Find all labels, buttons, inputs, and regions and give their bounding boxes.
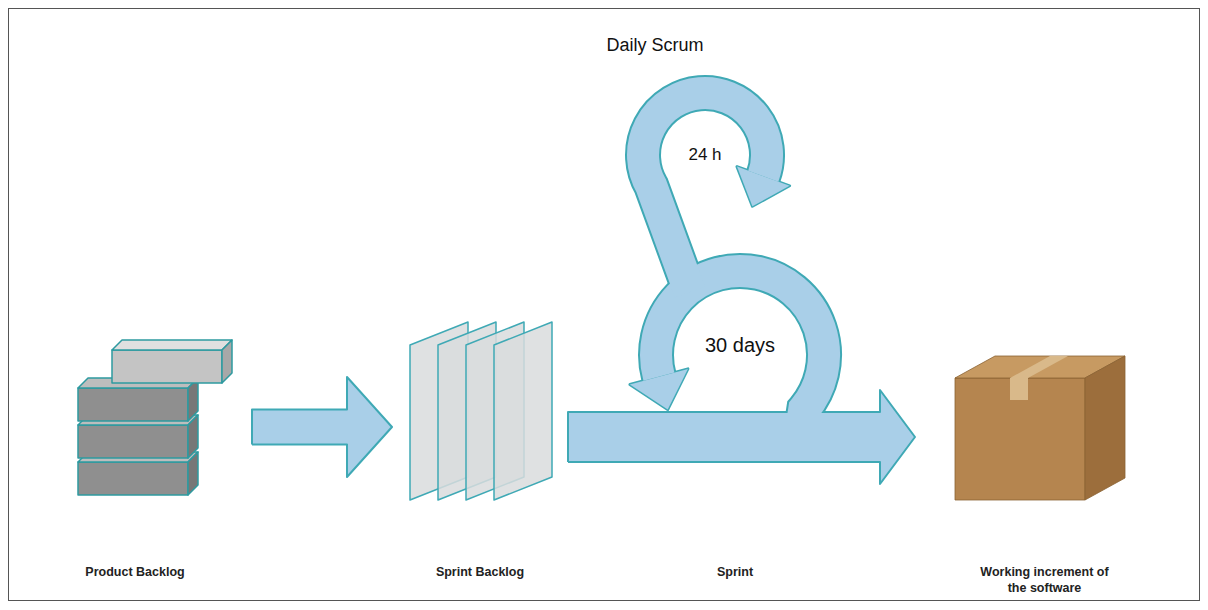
sprint-bar-edge [598, 461, 830, 463]
backlog-stack [78, 340, 232, 495]
backlog-item [112, 350, 222, 383]
frame [9, 9, 1200, 601]
sprint-backlog-sheets [410, 322, 552, 500]
backlog-item-side [188, 415, 198, 458]
sheet [494, 322, 552, 500]
backlog-item-side [222, 340, 232, 383]
cycle-label: Daily Scrum [606, 35, 703, 56]
backlog-item [78, 462, 188, 495]
backlog-item-top [112, 340, 232, 350]
flow-arrow [568, 412, 600, 462]
box-tape [1010, 378, 1028, 400]
backlog-item-side [188, 378, 198, 421]
stage-caption: Product Backlog [85, 565, 186, 581]
box-front [955, 378, 1085, 500]
box-side [1085, 356, 1125, 500]
stage-caption: Sprint [716, 565, 754, 581]
sprint-loop-edge [656, 271, 824, 437]
flow-arrow-fill [568, 412, 600, 462]
backlog-item [78, 388, 188, 421]
backlog-item [78, 425, 188, 458]
sprint-cycle-outline [598, 93, 830, 462]
cycle-label: 24 h [688, 145, 721, 165]
stage-node: Sprint Backlog [392, 310, 568, 600]
cycle-label: 30 days [705, 334, 775, 357]
sprint-loop [656, 271, 824, 437]
stage-node: Working increment of the software [915, 340, 1175, 600]
flow-arrow-outline [252, 377, 392, 477]
sprint-cycle-fill [598, 93, 830, 461]
backlog-item-side [188, 452, 198, 495]
flow-arrow-fill [252, 377, 392, 477]
box-tape [1010, 356, 1068, 378]
stage-caption: Sprint Backlog [435, 565, 525, 581]
flow-arrow-outline [568, 412, 600, 462]
stage-node: Product Backlog [60, 320, 252, 600]
stage-caption: Working increment of the software [979, 565, 1111, 596]
sprint-bar [598, 413, 830, 461]
sprint-loop-head [630, 369, 688, 410]
daily-loop-head [737, 167, 790, 207]
increment-box [955, 356, 1125, 500]
flow-arrow [252, 377, 392, 477]
